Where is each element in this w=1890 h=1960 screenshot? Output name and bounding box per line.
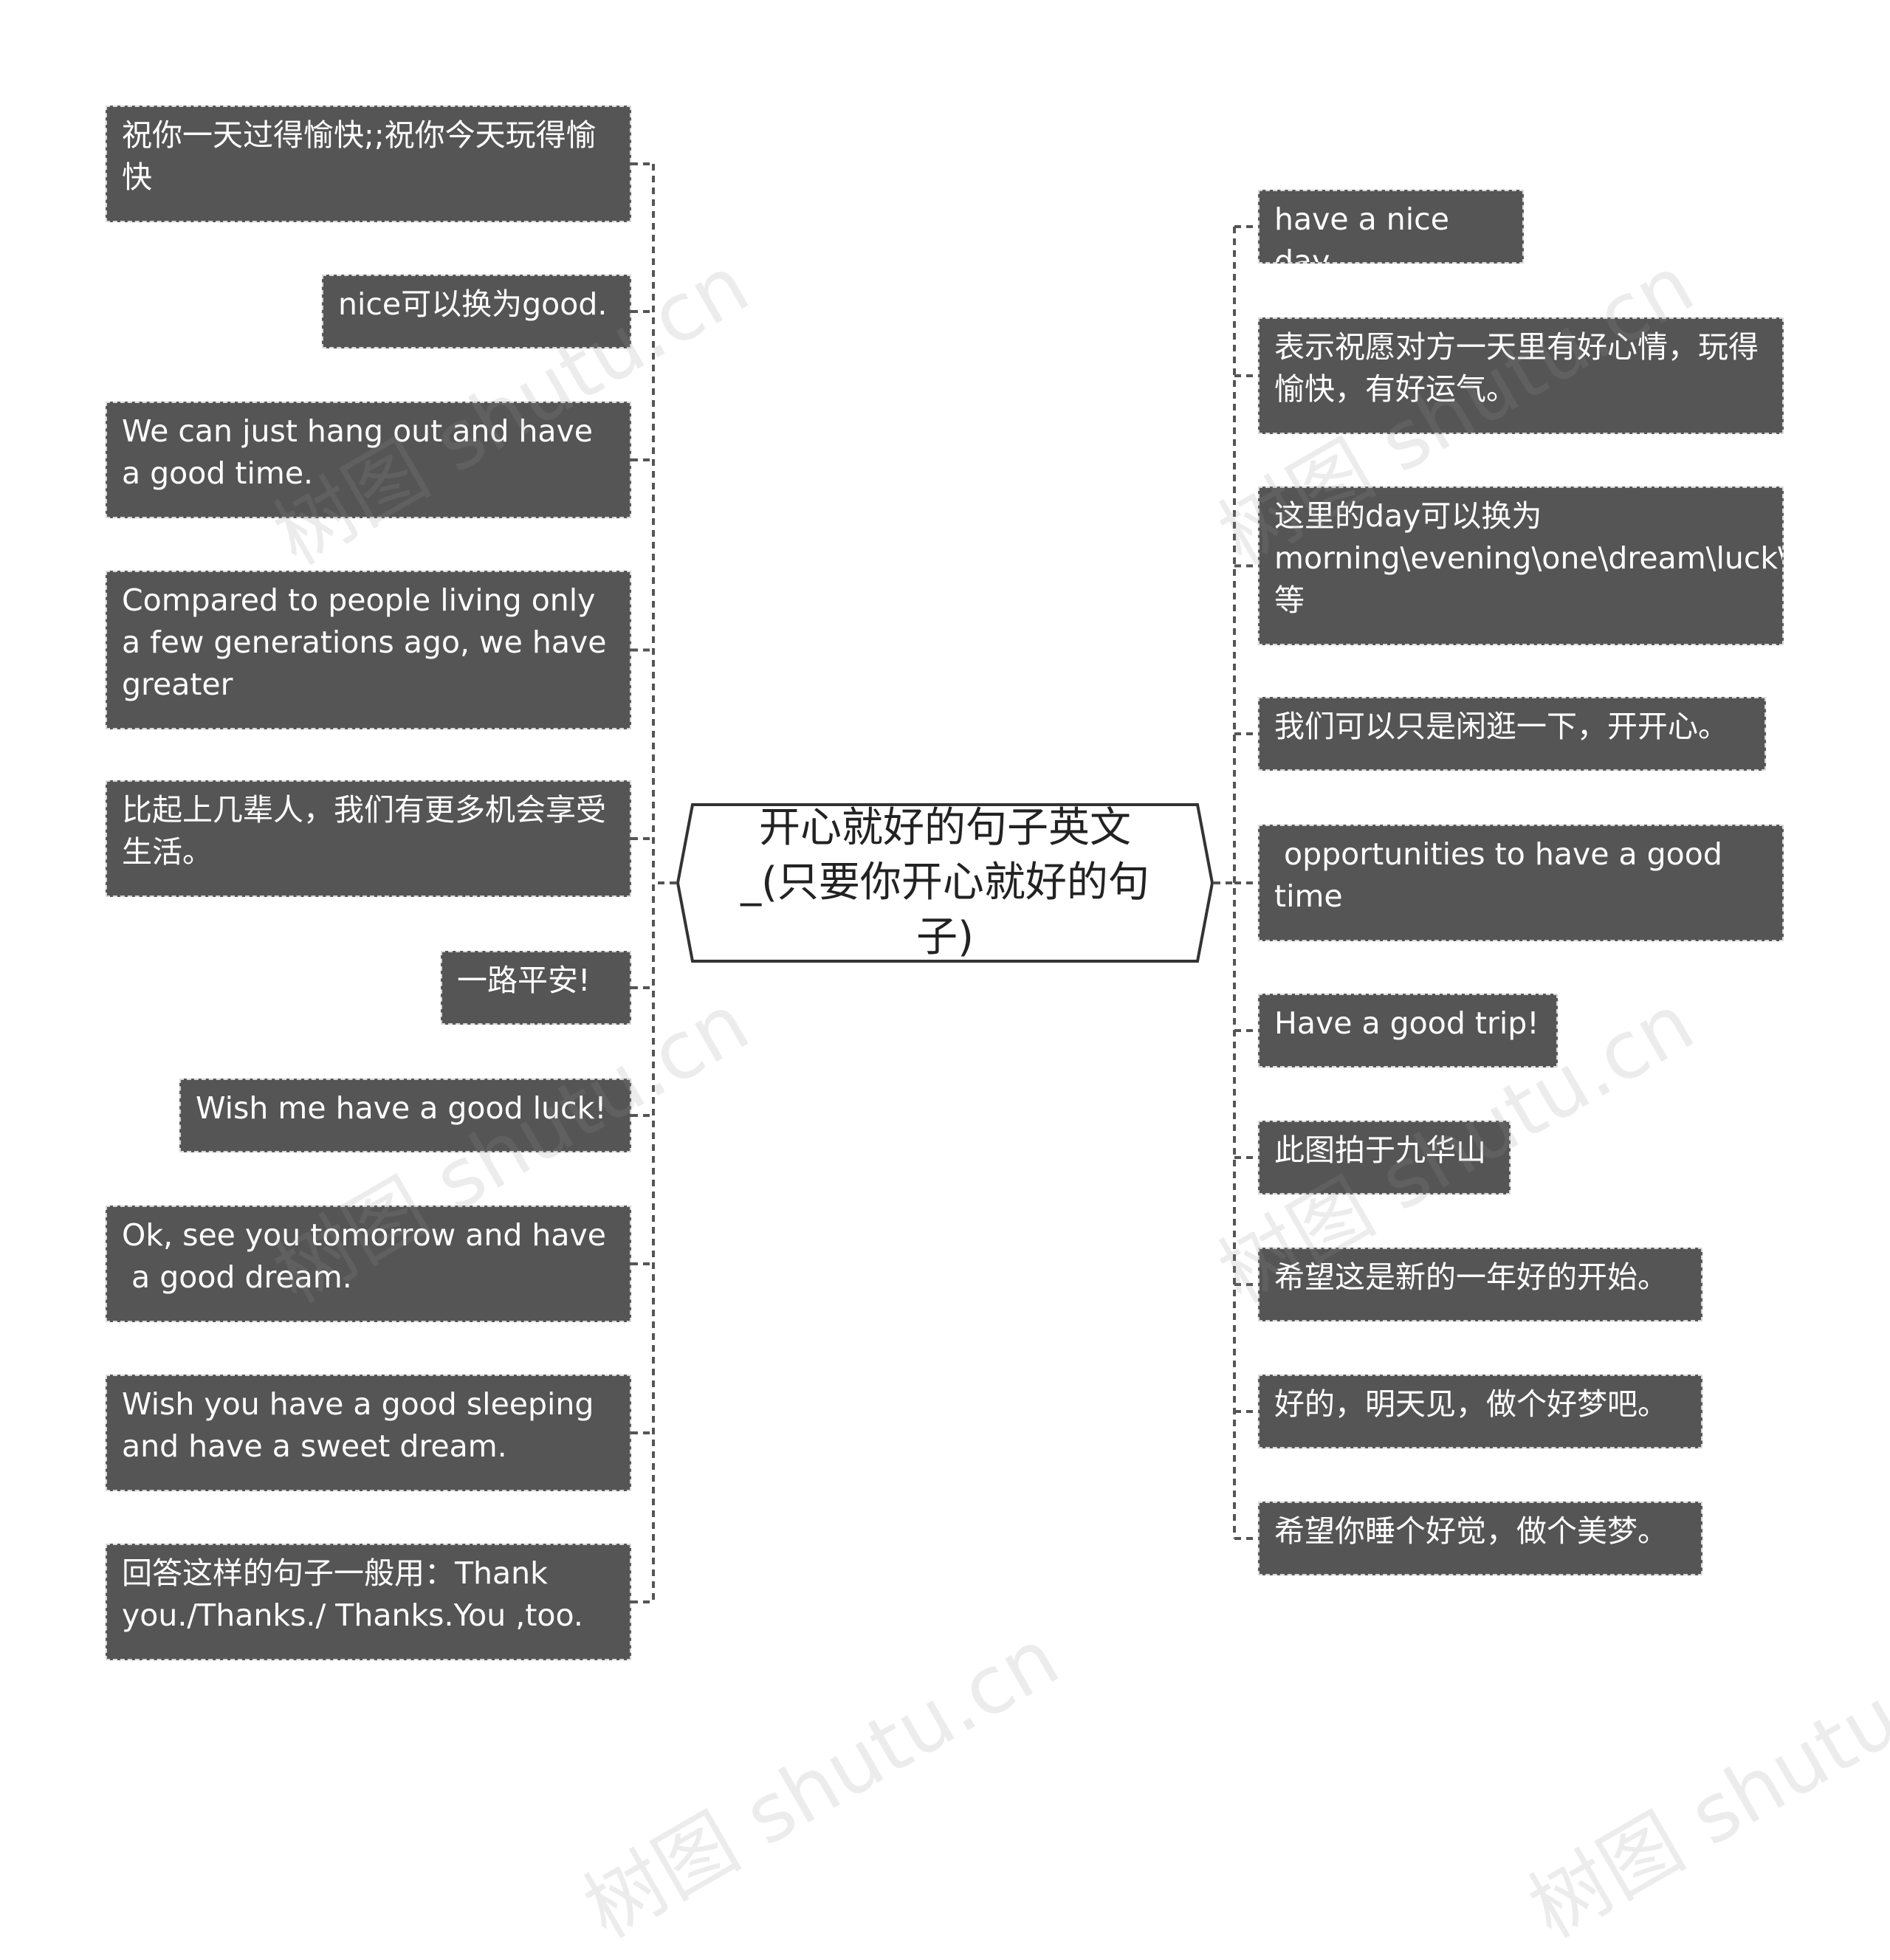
left-node-9[interactable]: Wish you have a good sleeping and have a…: [106, 1375, 631, 1491]
right-node-8[interactable]: 希望这是新的一年好的开始。: [1258, 1248, 1702, 1321]
right-node-6[interactable]: Have a good trip!: [1258, 994, 1558, 1067]
left-node-4[interactable]: Compared to people living only a few gen…: [106, 571, 631, 729]
left-node-1[interactable]: 祝你一天过得愉快;;祝你今天玩得愉快: [106, 106, 631, 222]
right-node-3[interactable]: 这里的day可以换为morning\evening\one\dream\luck…: [1258, 486, 1784, 645]
left-node-5[interactable]: 比起上几辈人，我们有更多机会享受生活。: [106, 780, 631, 897]
root-node[interactable]: 开心就好的句子英文_(只要你开心就好的句子): [676, 803, 1214, 963]
left-node-7[interactable]: Wish me have a good luck!: [179, 1079, 631, 1152]
right-node-1[interactable]: have a nice day: [1258, 190, 1524, 264]
right-node-9[interactable]: 好的，明天见，做个好梦吧。: [1258, 1375, 1702, 1448]
left-node-8[interactable]: Ok, see you tomorrow and have a good dre…: [106, 1206, 631, 1322]
mindmap-canvas: 开心就好的句子英文_(只要你开心就好的句子) 祝你一天过得愉快;;祝你今天玩得愉…: [106, 106, 1890, 1956]
right-node-5[interactable]: opportunities to have a good time: [1258, 825, 1784, 941]
left-node-3[interactable]: We can just hang out and have a good tim…: [106, 402, 631, 518]
left-node-6[interactable]: 一路平安!: [441, 951, 631, 1025]
root-hexagon-shape: [676, 803, 1214, 963]
right-node-4[interactable]: 我们可以只是闲逛一下，开开心。: [1258, 697, 1766, 771]
right-node-7[interactable]: 此图拍于九华山: [1258, 1121, 1511, 1194]
right-node-10[interactable]: 希望你睡个好觉，做个美梦。: [1258, 1502, 1702, 1575]
connector-lines: [631, 162, 1258, 1603]
root-title: 开心就好的句子英文_(只要你开心就好的句子): [740, 804, 1150, 961]
left-node-2[interactable]: nice可以换为good.: [322, 275, 631, 348]
right-node-2[interactable]: 表示祝愿对方一天里有好心情，玩得愉快，有好运气。: [1258, 317, 1784, 434]
left-node-10[interactable]: 回答这样的句子一般用：Thank you./Thanks./ Thanks.Yo…: [106, 1544, 631, 1660]
